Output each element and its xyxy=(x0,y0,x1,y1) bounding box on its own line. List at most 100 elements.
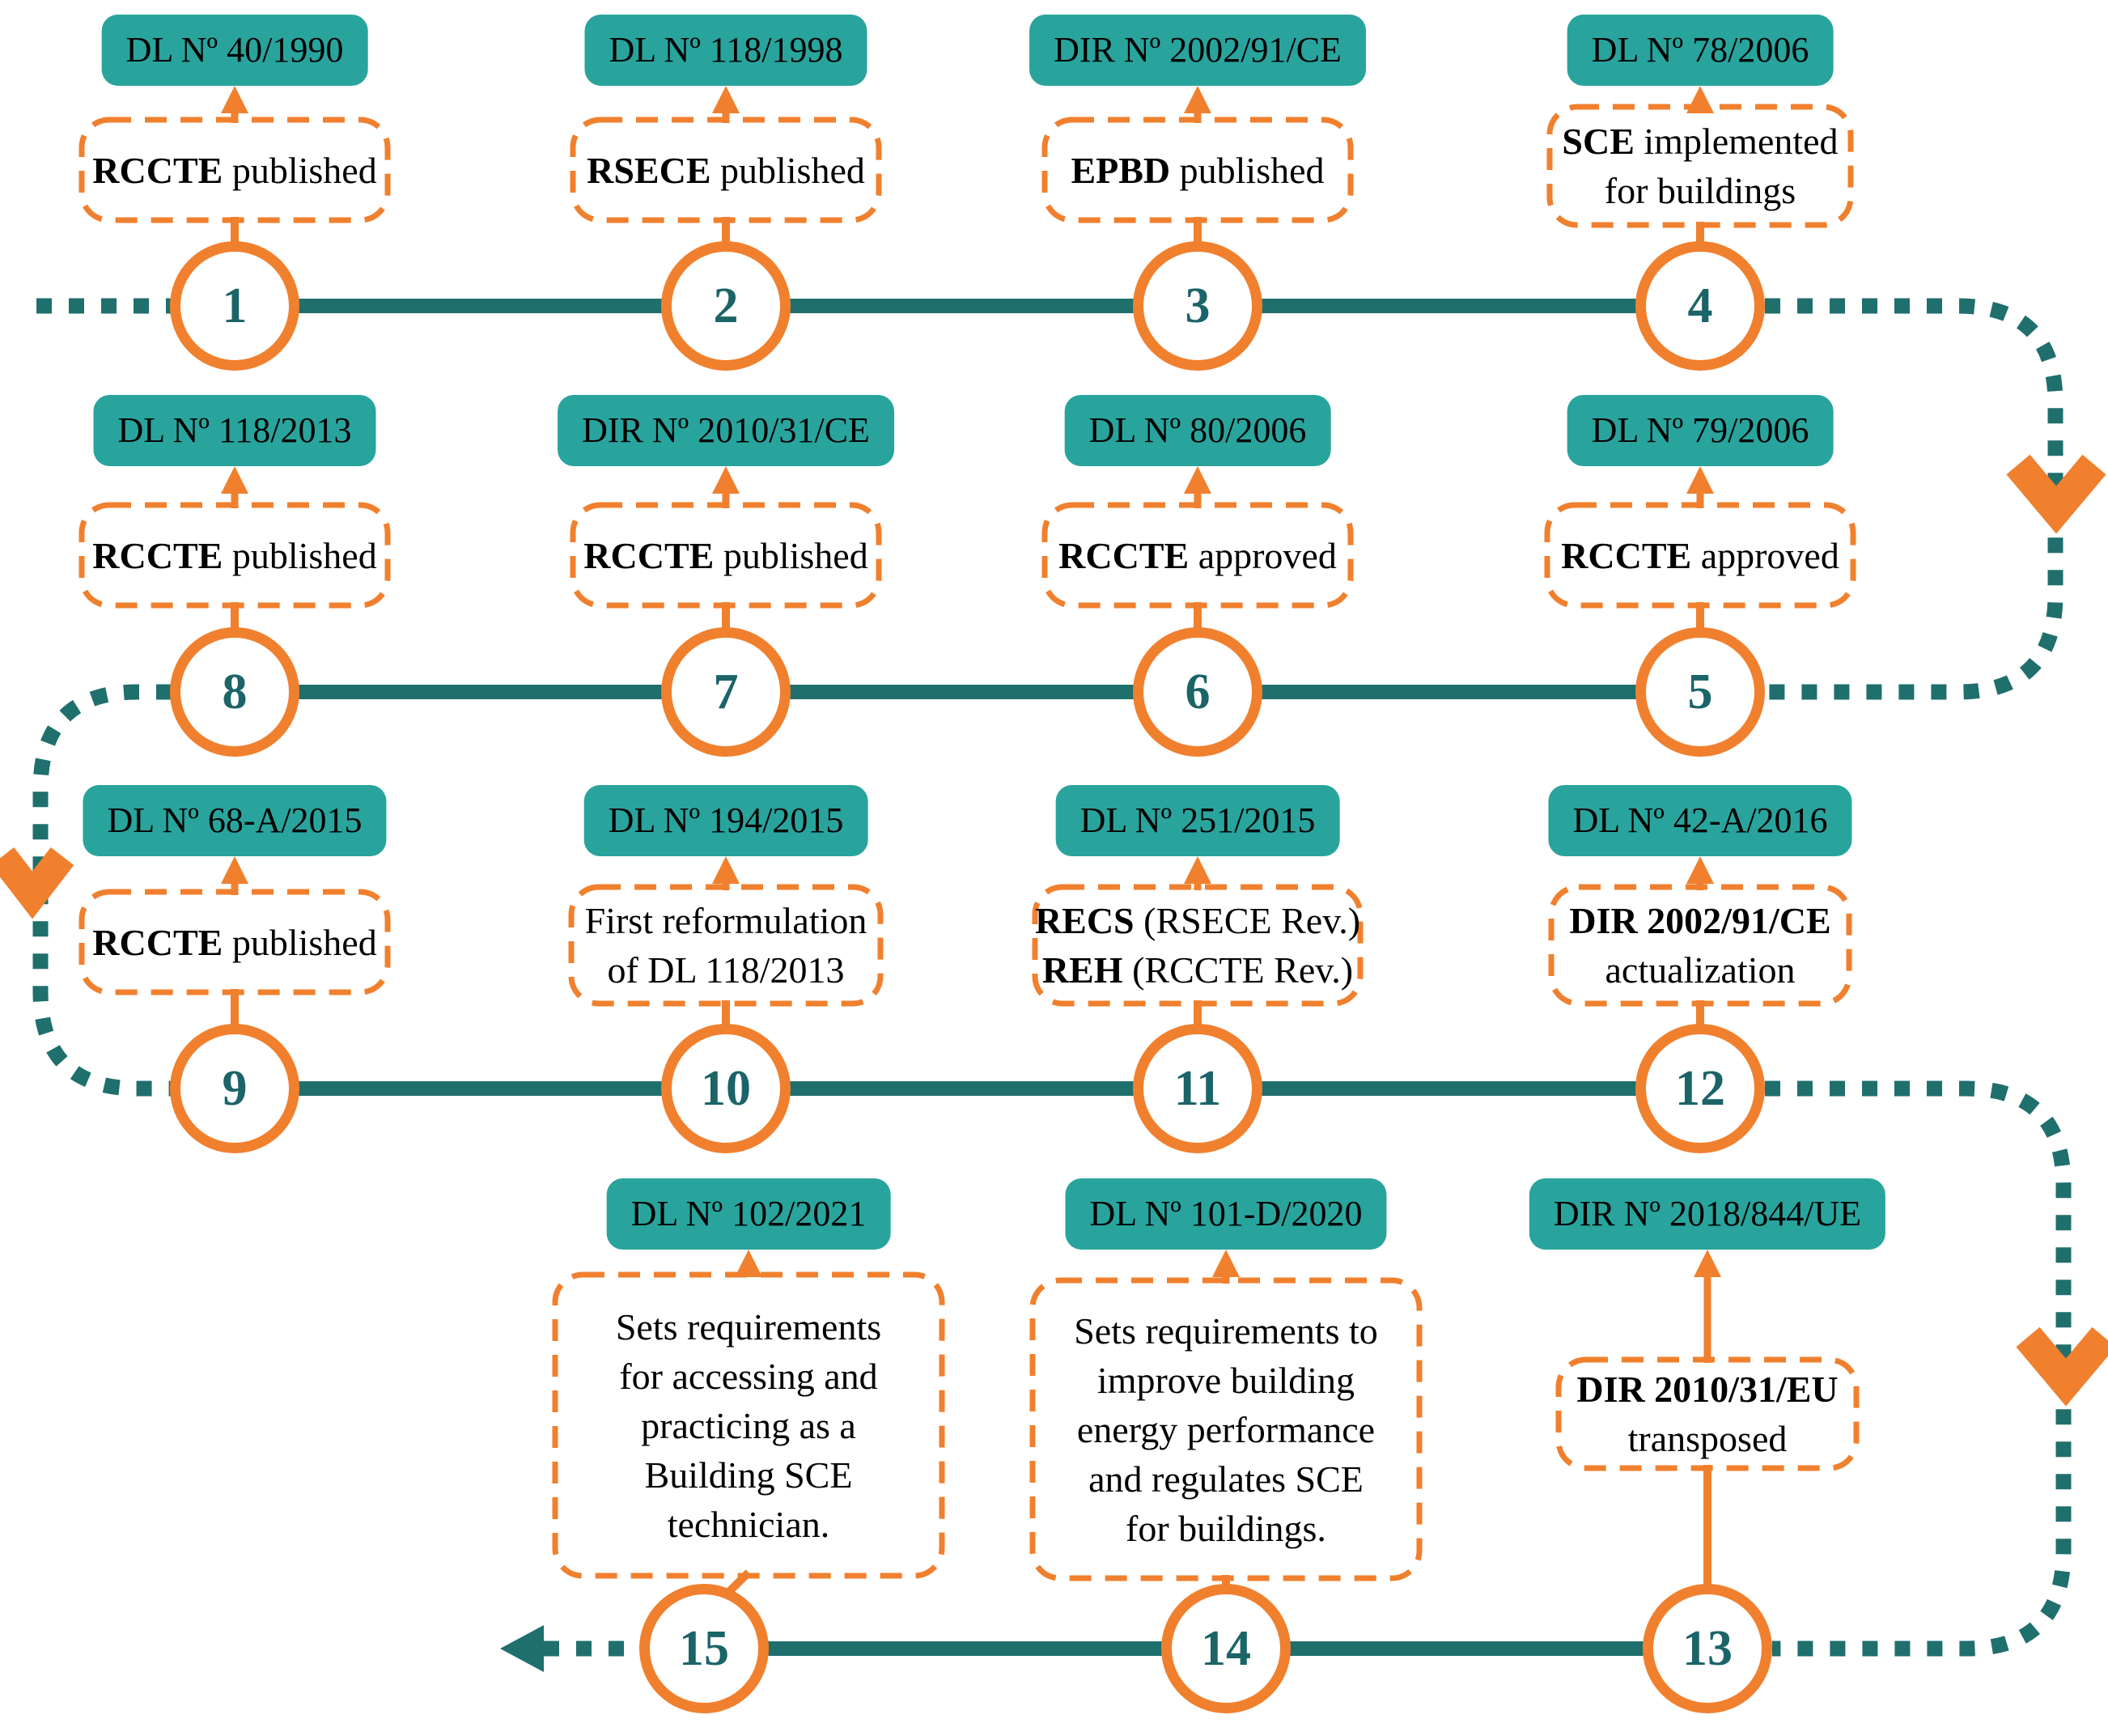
event-box: DIR 2002/91/CE actualization xyxy=(1551,887,1849,1004)
event-text-segment: published xyxy=(223,534,377,576)
arrow-up-icon xyxy=(1212,1250,1240,1277)
timeline-node-circle: 1 xyxy=(170,241,299,371)
timeline-node-circle: 4 xyxy=(1635,241,1765,371)
event-text-segment: First reformulation xyxy=(584,900,867,941)
event-text-segment: approved xyxy=(1691,534,1839,576)
event-text-segment: EPBD xyxy=(1071,149,1171,191)
law-badge: DIR Nº 2018/844/UE xyxy=(1529,1178,1886,1250)
event-text-segment: RCCTE xyxy=(583,534,715,576)
event-box: EPBD published xyxy=(1045,120,1351,220)
event-text-segment: DIR 2010/31/EU xyxy=(1576,1369,1839,1410)
law-badge: DL Nº 42-A/2016 xyxy=(1548,785,1852,856)
node-number: 13 xyxy=(1682,1620,1733,1676)
event-text-segment: DIR 2002/91/CE xyxy=(1569,900,1831,941)
event-text-segment: of DL 118/2013 xyxy=(607,949,845,991)
event-box: Sets requirements for accessing and practi… xyxy=(555,1275,942,1576)
timeline-node-circle: 2 xyxy=(661,241,791,371)
event-text-segment: SCE xyxy=(1562,121,1635,162)
node-number: 10 xyxy=(701,1060,751,1116)
event-text-segment: published xyxy=(1170,149,1325,191)
event-text-line: REH (RCCTE Rev.) xyxy=(1042,945,1353,995)
arrow-up-icon xyxy=(221,86,248,113)
arrow-up-icon xyxy=(712,466,740,494)
event-text-line: Sets requirements xyxy=(616,1302,881,1352)
node-number: 8 xyxy=(222,664,248,719)
event-box: RSECE published xyxy=(573,120,879,220)
event-box: RCCTE published xyxy=(573,505,879,605)
law-badge: DIR Nº 2010/31/CE xyxy=(558,395,894,466)
event-text-segment: practicing as a xyxy=(641,1404,856,1446)
node-number: 5 xyxy=(1687,664,1713,719)
event-text-segment: approved xyxy=(1189,534,1337,576)
node-number: 4 xyxy=(1687,278,1713,333)
event-text-segment: implemented xyxy=(1634,121,1839,162)
event-text-line: practicing as a xyxy=(641,1401,856,1450)
event-text-segment: Sets requirements xyxy=(615,1305,882,1348)
law-badge: DL Nº 102/2021 xyxy=(606,1178,891,1250)
event-text-line: RECS (RSECE Rev.) xyxy=(1035,896,1360,945)
event-box: RECS (RSECE Rev.)REH (RCCTE Rev.) xyxy=(1035,887,1360,1004)
law-badge: DL Nº 194/2015 xyxy=(583,785,868,856)
arrow-up-icon xyxy=(1686,86,1714,113)
timeline-node-circle: 13 xyxy=(1643,1584,1772,1713)
event-text-segment: RECS xyxy=(1034,900,1135,941)
event-text-segment: and regulates SCE xyxy=(1088,1458,1364,1500)
event-text-line: DIR 2002/91/CE xyxy=(1569,896,1830,945)
arrow-up-icon xyxy=(712,856,740,884)
event-text-line: for buildings. xyxy=(1126,1504,1326,1553)
law-badge: DL Nº 80/2006 xyxy=(1064,395,1331,466)
timeline-node-circle: 9 xyxy=(170,1024,299,1153)
arrow-left-icon xyxy=(500,1625,544,1672)
law-badge: DL Nº 79/2006 xyxy=(1567,395,1834,466)
event-text-segment: RCCTE xyxy=(92,534,223,576)
event-text-segment: RSECE xyxy=(587,149,711,191)
arrow-up-icon xyxy=(1694,1250,1721,1277)
arrow-up-icon xyxy=(1184,856,1211,884)
event-box: First reformulation of DL 118/2013 xyxy=(571,887,880,1004)
event-text-line: improve building xyxy=(1097,1356,1355,1405)
law-badge: DL Nº 101-D/2020 xyxy=(1065,1178,1387,1250)
event-text-line: RCCTE published xyxy=(92,531,376,580)
event-text-line: Sets requirements to xyxy=(1074,1306,1378,1356)
timeline-node-circle: 14 xyxy=(1161,1584,1291,1713)
event-text-segment: RCCTE xyxy=(92,149,223,191)
arrow-up-icon xyxy=(1686,466,1714,494)
arrow-up-icon xyxy=(221,856,248,884)
event-text-line: RCCTE approved xyxy=(1561,531,1839,580)
event-text-line: Building SCE xyxy=(645,1450,853,1500)
law-badge: DL Nº 78/2006 xyxy=(1567,15,1834,86)
event-text-segment: published xyxy=(223,921,377,963)
node-number: 6 xyxy=(1185,664,1211,719)
chevron-down-icon xyxy=(2006,454,2106,534)
event-text-segment: for accessing and xyxy=(619,1355,878,1397)
dashed-connector-right-top xyxy=(1765,298,2063,700)
timeline-node-circle: 5 xyxy=(1635,627,1765,757)
event-text-segment: RCCTE xyxy=(1561,534,1692,576)
event-box: RCCTE published xyxy=(82,120,388,220)
event-text-line: RCCTE published xyxy=(583,531,867,580)
event-text-segment: actualization xyxy=(1605,949,1796,991)
node-number: 3 xyxy=(1185,278,1211,333)
event-text-line: actualization xyxy=(1605,945,1796,995)
event-text-line: RCCTE approved xyxy=(1058,531,1337,580)
node-number: 12 xyxy=(1675,1060,1725,1116)
law-badge: DL Nº 251/2015 xyxy=(1055,785,1340,856)
node-number: 11 xyxy=(1173,1060,1222,1116)
event-text-line: RSECE published xyxy=(587,146,865,195)
arrow-up-icon xyxy=(712,86,740,113)
event-text-segment: RCCTE xyxy=(1058,534,1190,576)
event-text-line: First reformulation xyxy=(585,896,867,945)
event-box: RCCTE approved xyxy=(1547,505,1853,605)
event-text-segment: published xyxy=(223,149,377,191)
timeline-node-circle: 8 xyxy=(170,627,299,757)
node-number: 1 xyxy=(222,278,248,333)
event-text-segment: technician. xyxy=(667,1503,830,1545)
timeline-node-circle: 11 xyxy=(1133,1024,1262,1153)
event-text-line: RCCTE published xyxy=(92,146,376,195)
event-text-line: SCE implemented xyxy=(1562,117,1838,166)
